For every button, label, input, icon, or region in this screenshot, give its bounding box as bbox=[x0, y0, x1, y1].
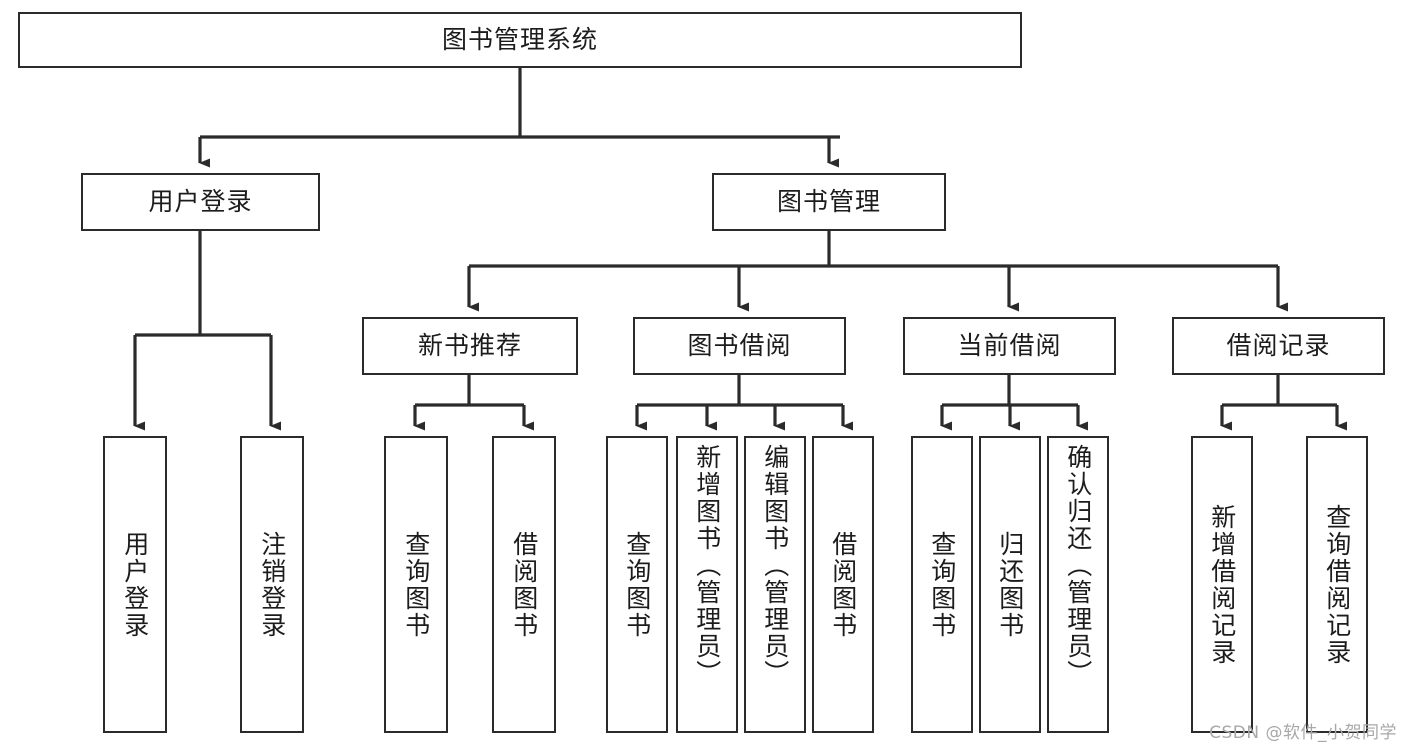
node-current-borrow-label: 当前借阅 bbox=[957, 331, 1062, 360]
leaf-new-book-query[interactable]: 查询图书 bbox=[384, 436, 448, 733]
node-root-label: 图书管理系统 bbox=[441, 25, 598, 54]
leaf-user-logout[interactable]: 注销登录 bbox=[240, 436, 304, 733]
node-book-borrow-label: 图书借阅 bbox=[687, 331, 792, 360]
leaf-borrow-query-book-label: 查询图书 bbox=[622, 530, 652, 639]
leaf-confirm-return-admin-label: 确认归还（管理员） bbox=[1063, 444, 1093, 687]
node-book-management-label: 图书管理 bbox=[776, 187, 881, 216]
leaf-borrow-book[interactable]: 借阅图书 bbox=[812, 436, 874, 733]
leaf-current-query-book-label: 查询图书 bbox=[927, 530, 957, 639]
leaf-borrow-query-book[interactable]: 查询图书 bbox=[606, 436, 668, 733]
leaf-add-borrow-record-label: 新增借阅记录 bbox=[1207, 503, 1237, 666]
leaf-add-borrow-record[interactable]: 新增借阅记录 bbox=[1191, 436, 1253, 733]
leaf-edit-book-admin[interactable]: 编辑图书（管理员） bbox=[744, 436, 806, 733]
leaf-query-borrow-record-label: 查询借阅记录 bbox=[1322, 503, 1352, 666]
leaf-add-book-admin-label: 新增图书（管理员） bbox=[692, 444, 722, 687]
node-book-management[interactable]: 图书管理 bbox=[712, 173, 946, 231]
node-borrow-records-label: 借阅记录 bbox=[1226, 331, 1331, 360]
node-new-book-recommend-label: 新书推荐 bbox=[417, 331, 522, 360]
leaf-user-login[interactable]: 用户登录 bbox=[103, 436, 167, 733]
node-borrow-records[interactable]: 借阅记录 bbox=[1172, 317, 1385, 375]
leaf-current-query-book[interactable]: 查询图书 bbox=[911, 436, 973, 733]
node-user-login[interactable]: 用户登录 bbox=[81, 173, 320, 231]
leaf-borrow-book-label: 借阅图书 bbox=[828, 530, 858, 639]
leaf-new-book-borrow-label: 借阅图书 bbox=[509, 530, 539, 639]
leaf-edit-book-admin-label: 编辑图书（管理员） bbox=[760, 444, 790, 687]
node-current-borrow[interactable]: 当前借阅 bbox=[903, 317, 1116, 375]
node-new-book-recommend[interactable]: 新书推荐 bbox=[362, 317, 578, 375]
leaf-new-book-borrow[interactable]: 借阅图书 bbox=[492, 436, 556, 733]
leaf-user-logout-label: 注销登录 bbox=[257, 530, 287, 639]
leaf-confirm-return-admin[interactable]: 确认归还（管理员） bbox=[1047, 436, 1109, 733]
watermark: CSDN @软件_小贺同学 bbox=[1209, 723, 1397, 743]
node-root[interactable]: 图书管理系统 bbox=[18, 12, 1022, 68]
leaf-new-book-query-label: 查询图书 bbox=[401, 530, 431, 639]
node-user-login-label: 用户登录 bbox=[148, 187, 253, 216]
leaf-return-book[interactable]: 归还图书 bbox=[979, 436, 1041, 733]
leaf-query-borrow-record[interactable]: 查询借阅记录 bbox=[1306, 436, 1368, 733]
leaf-return-book-label: 归还图书 bbox=[995, 530, 1025, 639]
leaf-user-login-label: 用户登录 bbox=[120, 530, 150, 639]
node-book-borrow[interactable]: 图书借阅 bbox=[633, 317, 846, 375]
leaf-add-book-admin[interactable]: 新增图书（管理员） bbox=[676, 436, 738, 733]
